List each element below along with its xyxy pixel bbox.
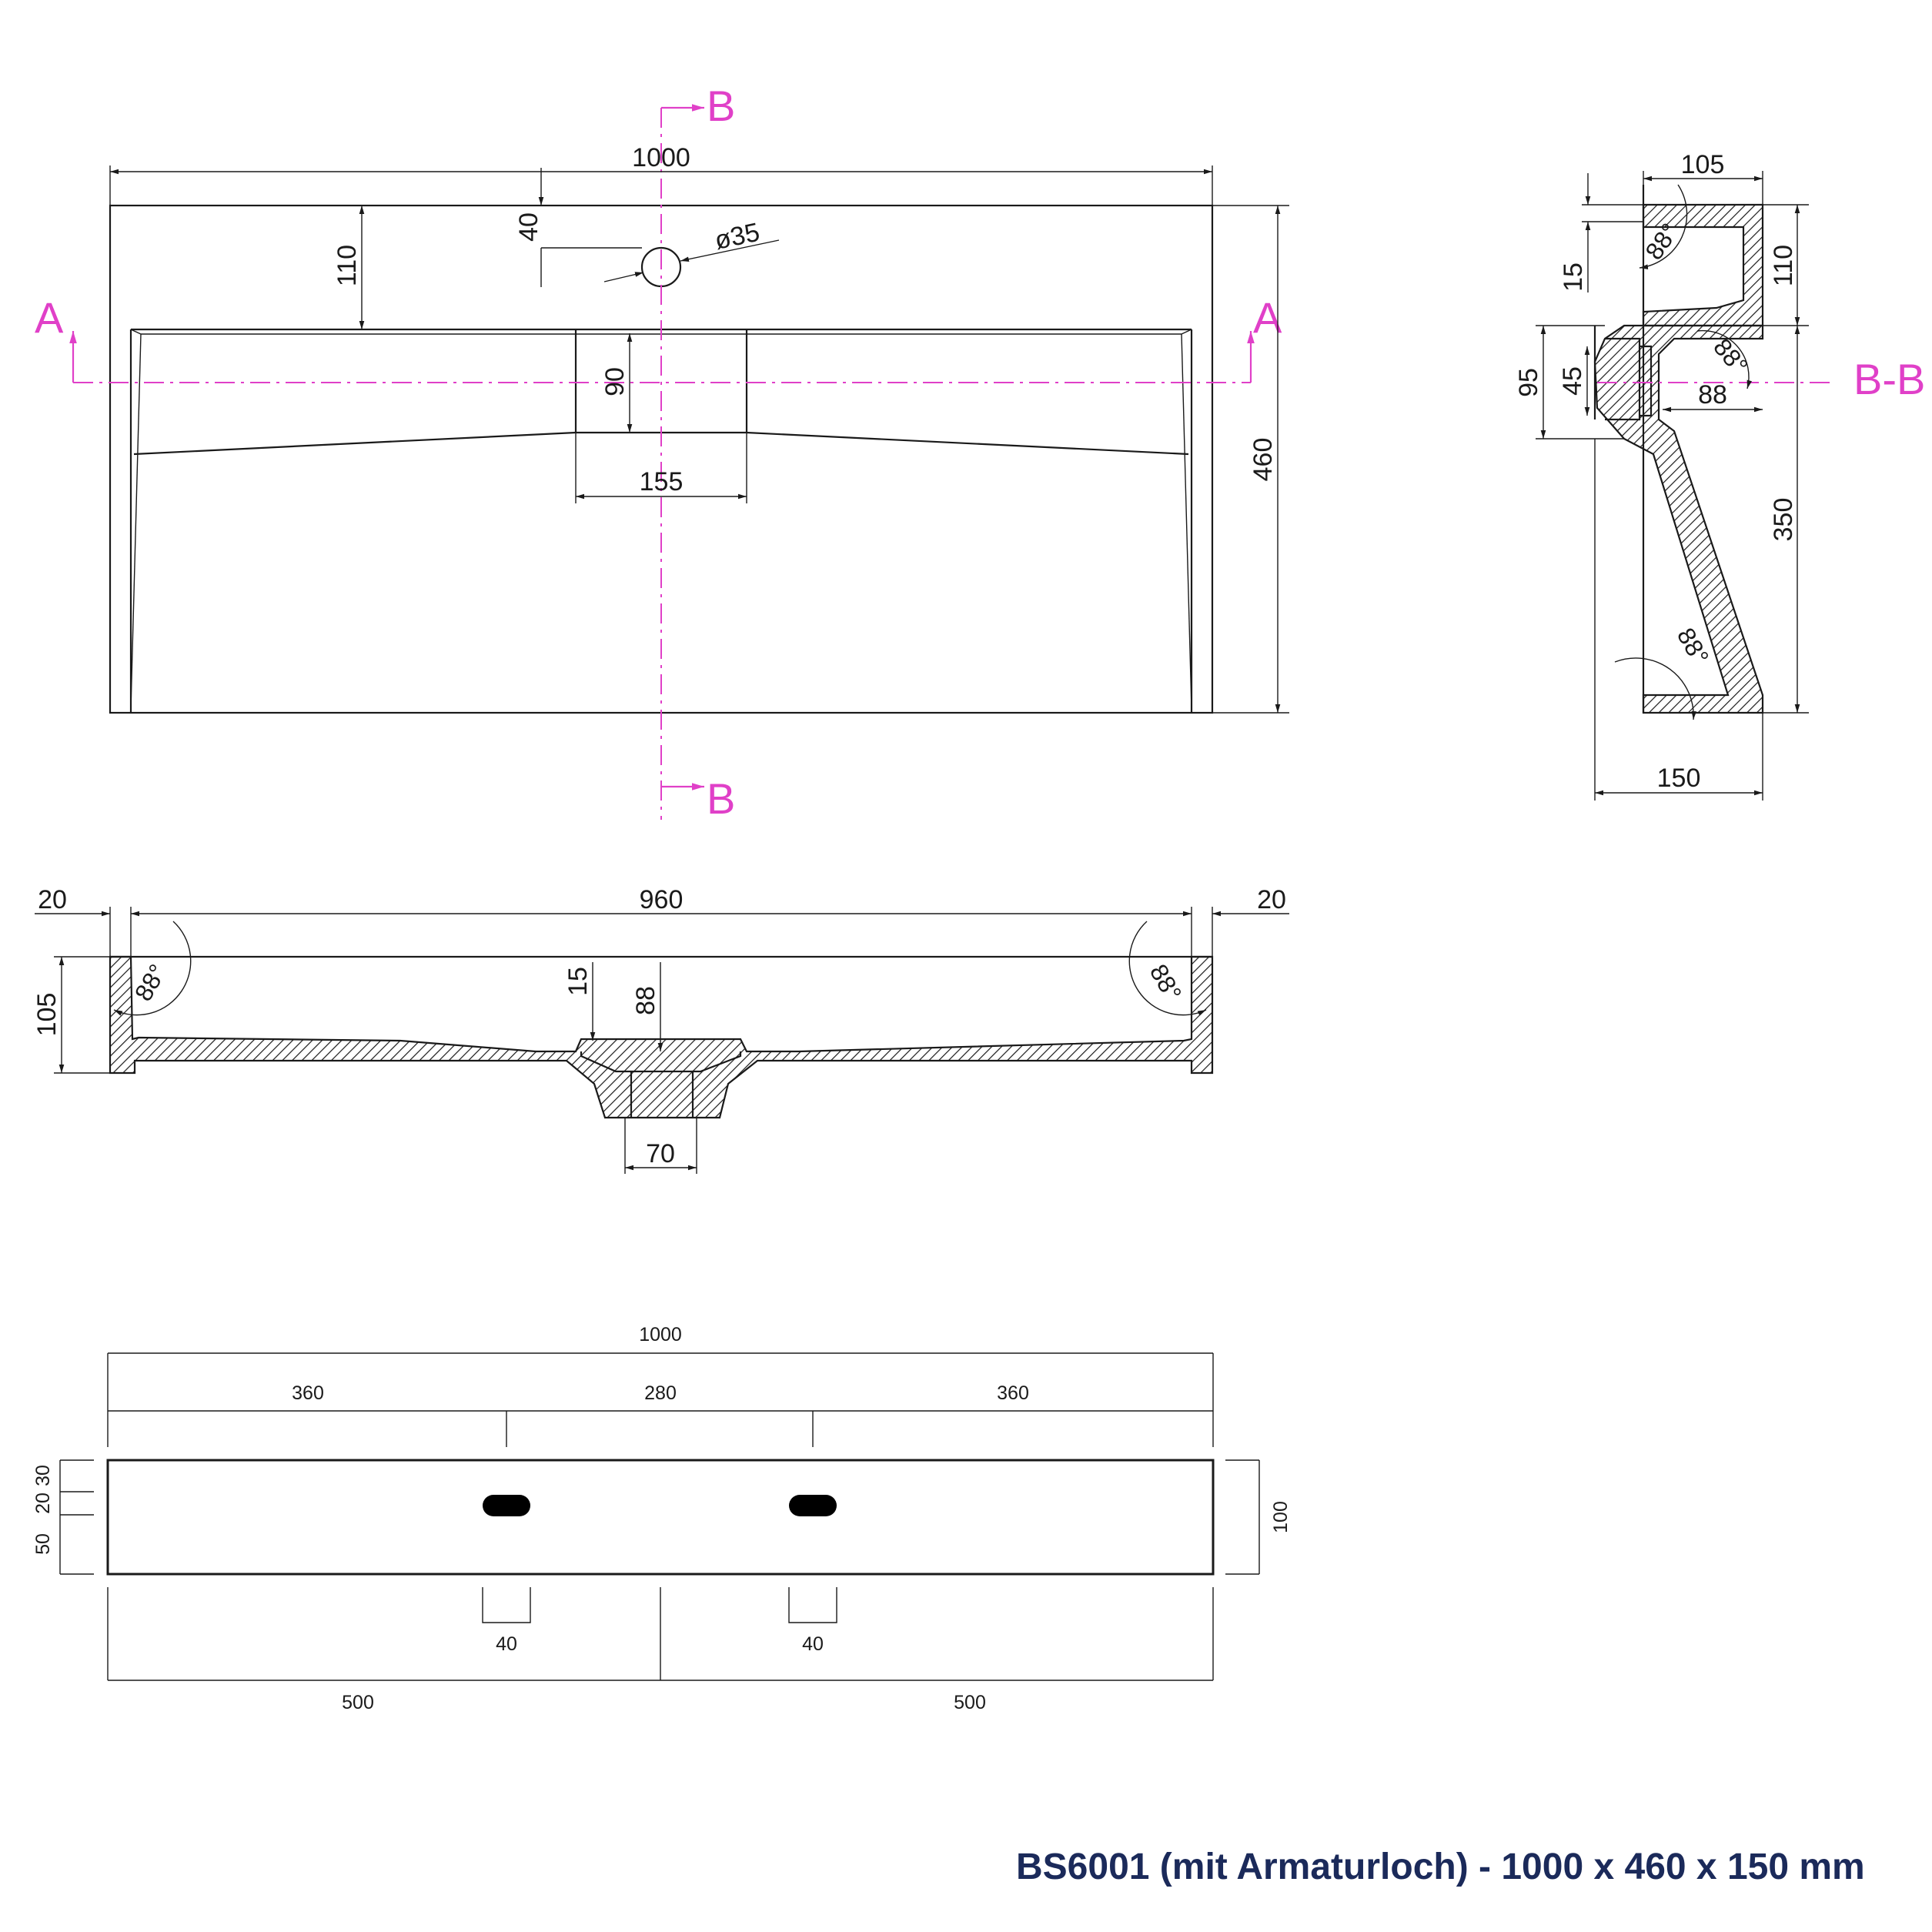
angle-mid-88: 88° [1708, 333, 1753, 379]
dim-faucet-offset-110: 110 [333, 245, 362, 286]
dim-height-105: 105 [32, 993, 62, 1037]
dim-base-width-150: 150 [1657, 764, 1701, 793]
dim-segment-right-360: 360 [997, 1382, 1029, 1404]
dim-lower-height-350: 350 [1769, 498, 1798, 542]
dim-inner-width-960: 960 [640, 885, 684, 914]
dim-drain-width-70: 70 [646, 1139, 675, 1168]
dim-top-width-105: 105 [1681, 150, 1725, 179]
angle-left-88: 88° [129, 960, 172, 1006]
dim-total-1000: 1000 [639, 1324, 682, 1345]
dim-depth-460: 460 [1248, 438, 1278, 482]
section-label-a-left: A [35, 293, 64, 342]
dim-lip-15: 15 [1559, 262, 1588, 292]
side-section: B-B 105 110 350 15 95 45 88 [1514, 150, 1925, 801]
dim-channel-depth-90: 90 [600, 367, 630, 396]
dim-width-1000: 1000 [632, 143, 690, 172]
dim-half-left-500: 500 [342, 1692, 374, 1713]
dim-segment-mid-280: 280 [644, 1382, 677, 1404]
dim-drain-inner-45: 45 [1558, 366, 1587, 396]
overflow-slot-left [483, 1495, 530, 1516]
dim-back-height-100: 100 [1270, 1501, 1292, 1533]
dim-top-height-110: 110 [1769, 245, 1798, 286]
back-view: 1000 360 280 360 30 20 50 100 40 40 500 … [32, 1324, 1292, 1713]
front-section-hatch [109, 955, 1214, 1119]
side-top-hatch [1642, 203, 1764, 327]
angle-right-88: 88° [1145, 960, 1187, 1006]
section-label-b-top: B [707, 82, 735, 130]
overflow-slot-right [789, 1495, 837, 1516]
dim-drain-height-95: 95 [1514, 368, 1543, 397]
dim-segment-left-360: 360 [292, 1382, 324, 1404]
section-label-b-bottom: B [707, 774, 735, 823]
dim-hole-edge-40: 40 [514, 212, 543, 242]
dim-slot-right-40: 40 [802, 1633, 824, 1655]
dim-left-edge-20: 20 [38, 885, 67, 914]
back-panel [106, 1459, 1215, 1576]
top-view: A A B B 1000 460 110 40 ø35 90 [35, 82, 1289, 823]
drawing-title: BS6001 (mit Armaturloch) - 1000 x 460 x … [1016, 1847, 1865, 1887]
dim-channel-width-155: 155 [640, 467, 684, 496]
dim-right-edge-20: 20 [1257, 885, 1286, 914]
dim-slot-left-40: 40 [496, 1633, 517, 1655]
dim-v-20: 20 [32, 1492, 54, 1514]
dim-floor-15: 15 [563, 967, 593, 996]
dim-drain-depth-88: 88 [631, 986, 660, 1015]
dim-v-50: 50 [32, 1533, 54, 1555]
front-section: 960 20 20 105 15 88 70 88° 88° [32, 885, 1289, 1174]
dim-hole-diameter: ø35 [712, 218, 762, 256]
dim-v-30: 30 [32, 1465, 54, 1486]
side-lower-hatch [1593, 324, 1764, 714]
dim-drain-depth-88-side: 88 [1698, 380, 1727, 409]
section-label-bb: B-B [1853, 355, 1925, 403]
basin-outline [109, 204, 1214, 714]
dim-half-right-500: 500 [954, 1692, 986, 1713]
